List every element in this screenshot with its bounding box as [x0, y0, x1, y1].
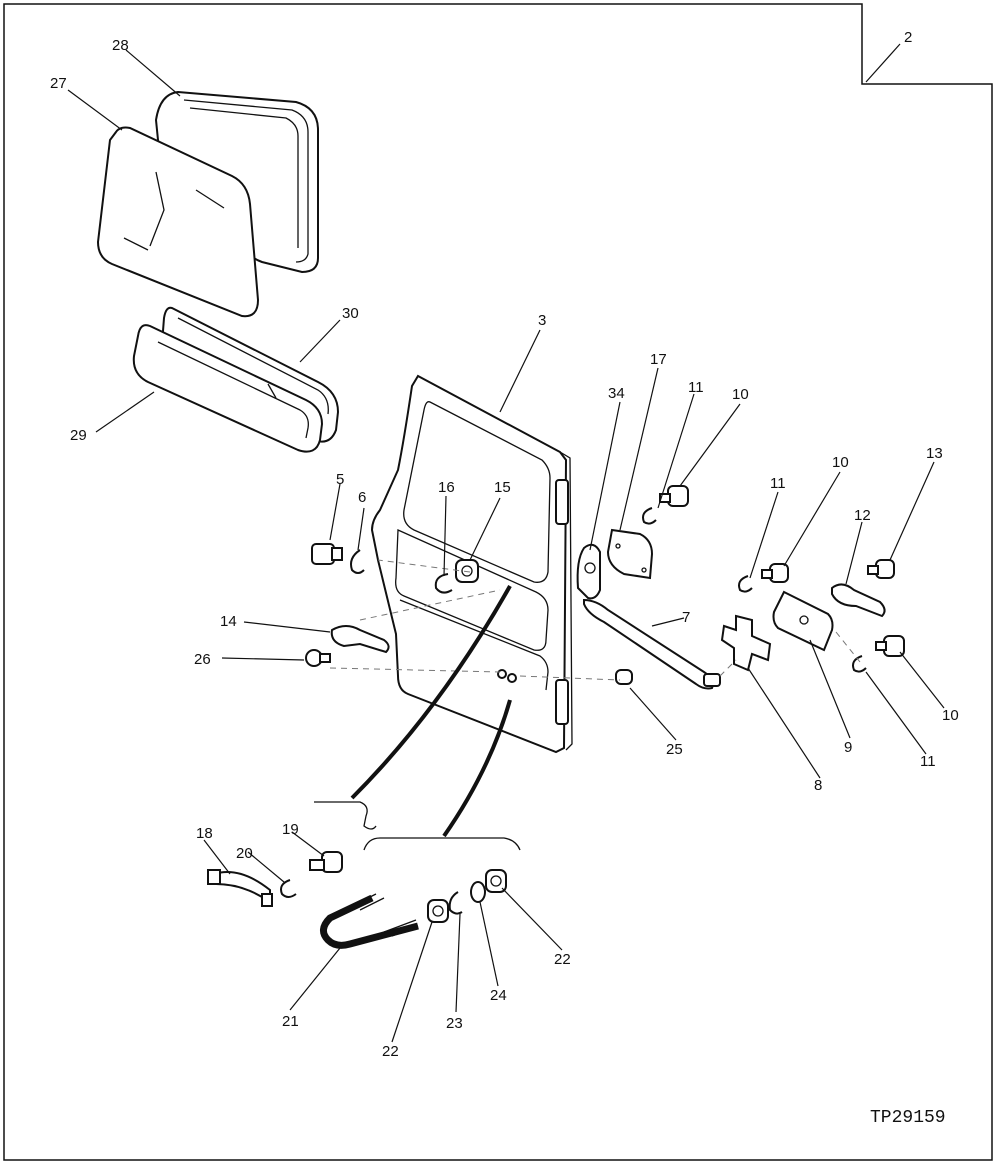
u-bolt-21: [320, 893, 419, 949]
page-border: [3, 3, 993, 1161]
lever-12: [831, 583, 886, 618]
callout-28: 28: [112, 37, 129, 54]
cover-plate-9: [772, 590, 834, 652]
bolt-10-lower: [875, 635, 905, 657]
callout-7: 7: [682, 609, 690, 626]
plate-17: [606, 528, 654, 580]
callout-12: 12: [854, 507, 871, 524]
callout-25: 25: [666, 741, 683, 758]
washer-24: [470, 881, 486, 903]
clip-6: [350, 549, 365, 574]
washer-16: [434, 573, 453, 594]
bushing-25: [615, 669, 633, 685]
bracket-8: [720, 614, 772, 672]
nut-22-right: [485, 869, 507, 893]
lock-washer-23: [448, 891, 463, 915]
upper-window-glass: [96, 126, 260, 318]
callout-21: 21: [282, 1013, 299, 1030]
callout-19: 19: [282, 821, 299, 838]
callout-27: 27: [50, 75, 67, 92]
callout-10-mid: 10: [832, 454, 849, 471]
callout-3: 3: [538, 312, 546, 329]
callout-29: 29: [70, 427, 87, 444]
rod-7: [583, 598, 721, 690]
callout-16: 16: [438, 479, 455, 496]
callout-30: 30: [342, 305, 359, 322]
bolt-10-upper: [659, 485, 689, 507]
callout-10-upper: 10: [732, 386, 749, 403]
callout-22-left: 22: [382, 1043, 399, 1060]
callout-10-lower: 10: [942, 707, 959, 724]
lock-washer-11-mid: [738, 575, 753, 593]
bolt-5: [311, 543, 343, 565]
callout-9: 9: [844, 739, 852, 756]
callout-5: 5: [336, 471, 344, 488]
callout-2: 2: [904, 29, 912, 46]
callout-26: 26: [194, 651, 211, 668]
callout-18: 18: [196, 825, 213, 842]
callout-34: 34: [608, 385, 625, 402]
screw-26: [305, 649, 331, 667]
latch-34: [576, 543, 601, 600]
nut-15: [455, 559, 479, 583]
callout-24: 24: [490, 987, 507, 1004]
bolt-19: [309, 851, 343, 873]
bolt-10-mid: [761, 563, 789, 583]
nut-22-left: [427, 899, 449, 923]
callout-13: 13: [926, 445, 943, 462]
lock-washer-11-lower: [852, 655, 867, 673]
small-parts-door: [497, 669, 517, 683]
bolt-13: [867, 559, 895, 579]
callout-11-lower: 11: [920, 753, 936, 770]
lower-window-glass: [132, 324, 324, 453]
lock-washer-11-upper: [642, 507, 657, 525]
clip-20: [280, 879, 297, 898]
callout-11-upper: 11: [688, 379, 704, 396]
callout-20: 20: [236, 845, 253, 862]
callout-15: 15: [494, 479, 511, 496]
callout-11-mid: 11: [770, 475, 786, 492]
figure-id: TP29159: [870, 1108, 946, 1128]
callout-22-right: 22: [554, 951, 571, 968]
callout-14: 14: [220, 613, 237, 630]
strap-18: [207, 869, 273, 907]
callout-17: 17: [650, 351, 667, 368]
callout-6: 6: [358, 489, 366, 506]
callout-23: 23: [446, 1015, 463, 1032]
handle-14: [330, 625, 390, 654]
callout-8: 8: [814, 777, 822, 794]
